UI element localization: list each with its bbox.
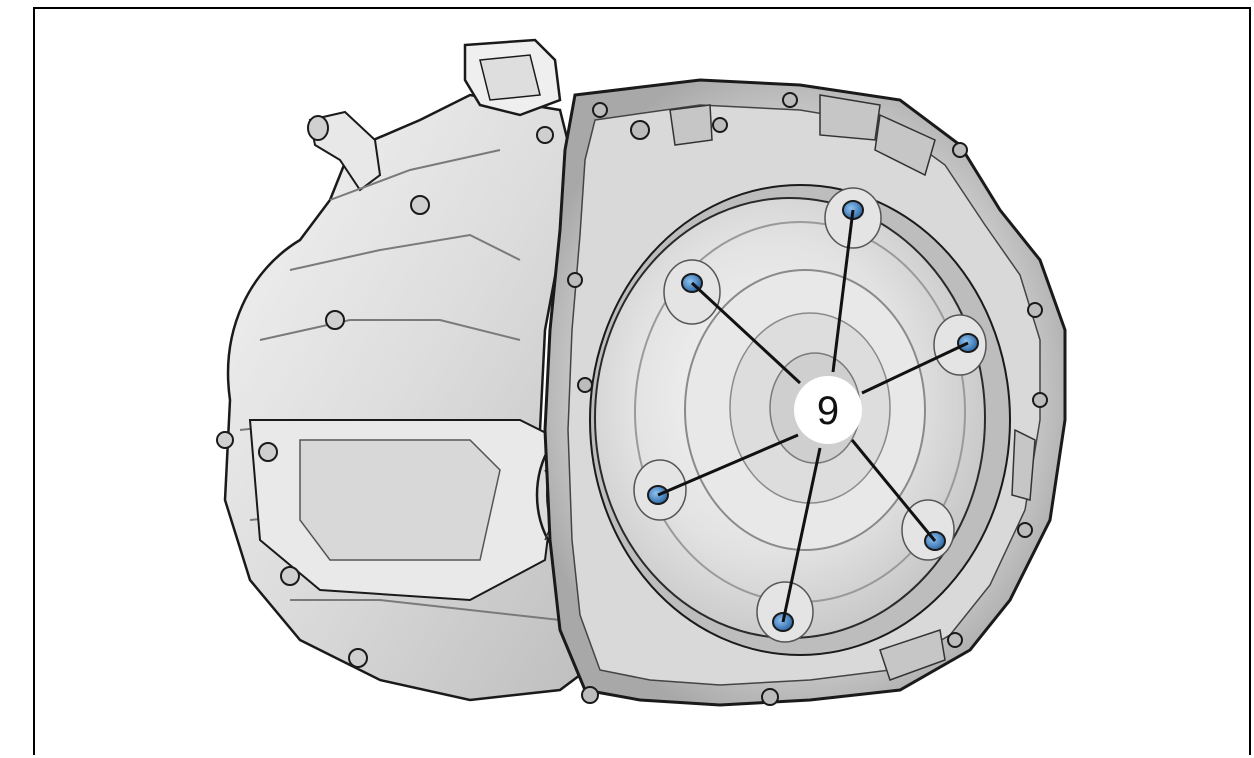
leader-line: [657, 433, 799, 497]
callout-label: 9: [794, 376, 862, 444]
leader-line: [690, 281, 802, 385]
callout-number: 9: [817, 389, 839, 433]
leader-line: [850, 439, 937, 542]
leader-line: [781, 447, 822, 623]
callout-leader-lines: [657, 209, 969, 623]
leader-line: [831, 209, 855, 373]
leader-line: [861, 341, 969, 395]
